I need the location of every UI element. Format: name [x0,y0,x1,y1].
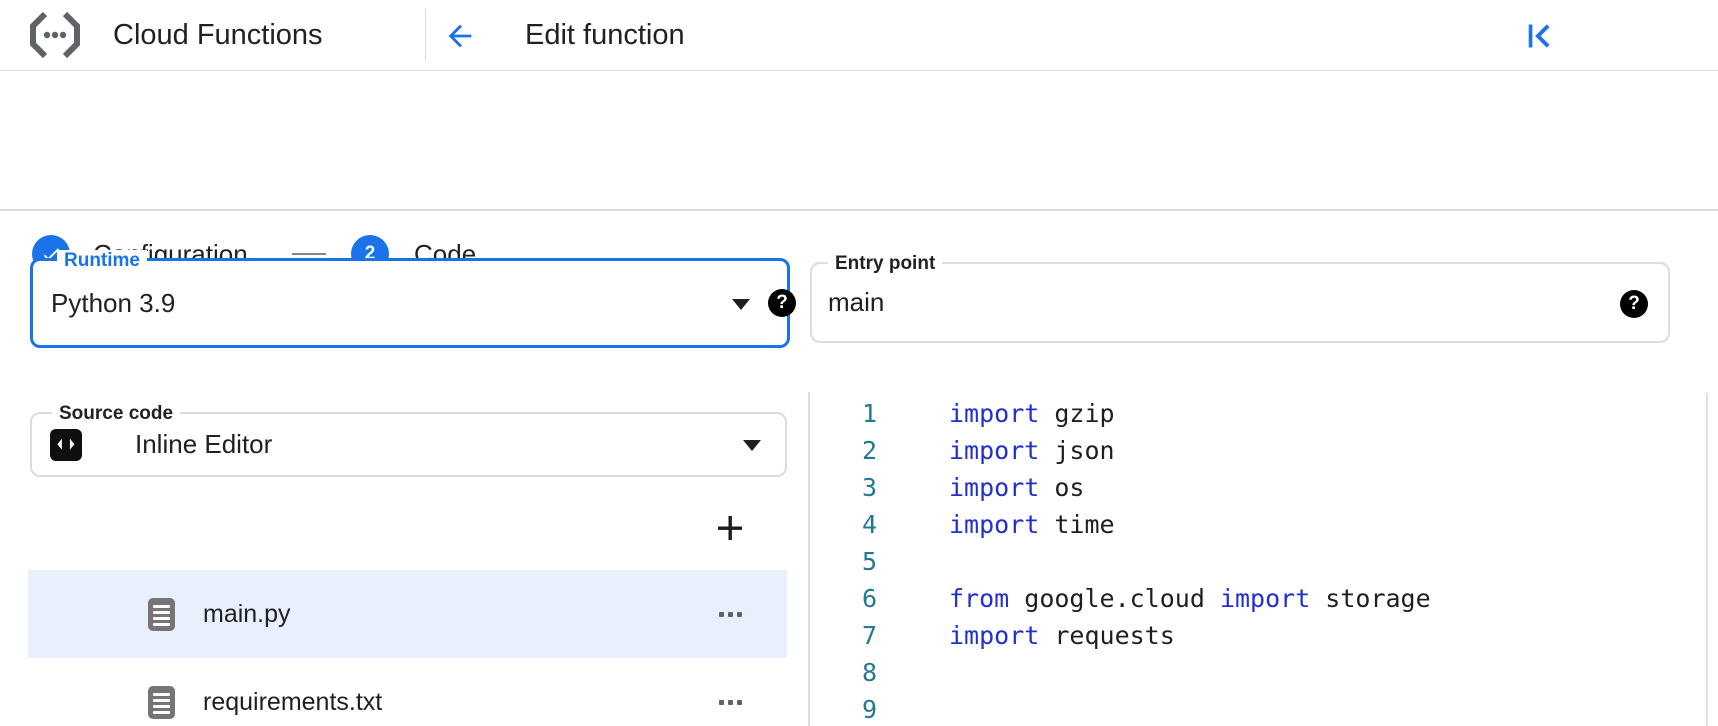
entry-point-value[interactable]: main [828,287,885,317]
entry-point-help-icon[interactable]: ? [1620,290,1648,318]
line-number: 8 [861,658,877,687]
file-name: main.py [203,599,291,628]
code-line-5[interactable]: 5 [810,543,1700,580]
runtime-select[interactable]: Runtime Python 3.9 ? [30,250,796,348]
line-number: 3 [861,473,877,502]
file-document-icon [148,597,175,631]
section-divider [0,209,1718,211]
add-file-button[interactable] [714,512,746,544]
header-divider [425,9,426,61]
step-connector [292,253,326,255]
code-text: import os [949,473,1085,502]
line-number: 4 [861,510,877,539]
collapse-panel-button[interactable] [1521,18,1557,54]
step-2-number: 2 [364,243,376,264]
file-more-menu-icon[interactable] [719,699,742,705]
entry-point-field[interactable]: Entry point main ? [810,253,1670,343]
code-line-3[interactable]: 3 import os [810,469,1700,506]
code-line-4[interactable]: 4 import time [810,506,1700,543]
stepper: Configuration 2 Code [0,108,1718,273]
collapse-left-icon [1528,24,1550,48]
plus-icon [718,516,742,540]
runtime-dropdown-caret-icon[interactable] [732,299,750,310]
code-line-6[interactable]: 6 from google.cloud import storage [810,580,1700,617]
code-line-7[interactable]: 7 import requests [810,617,1700,654]
line-number: 7 [861,621,877,650]
header: Cloud Functions Edit function [0,0,1718,71]
entry-point-label: Entry point [828,253,943,275]
code-text: import time [949,510,1115,539]
code-text: import json [949,436,1115,465]
check-icon [43,248,60,261]
code-line-8[interactable]: 8 [810,654,1700,691]
line-number: 9 [861,695,877,724]
line-number: 6 [861,584,877,613]
file-row-requirements.txt[interactable]: requirements.txt [28,658,787,726]
line-number: 1 [861,399,877,428]
editor-scrollbar-track[interactable] [1706,393,1708,726]
runtime-label: Runtime [57,250,147,272]
back-button[interactable] [442,18,478,54]
product-title: Cloud Functions [113,18,323,51]
inline-editor-code-icon [50,428,82,461]
code-text: from google.cloud import storage [949,584,1431,613]
code-text: import gzip [949,399,1115,428]
file-name: requirements.txt [203,687,383,716]
editor-left-divider [808,392,810,726]
back-arrow-icon [448,24,472,48]
source-code-select[interactable]: Source code Inline Editor [30,403,787,477]
runtime-value: Python 3.9 [51,287,176,318]
code-line-9[interactable]: 9 [810,691,1700,726]
code-line-1[interactable]: 1 import gzip [810,395,1700,432]
code-line-2[interactable]: 2 import json [810,432,1700,469]
line-number: 2 [861,436,877,465]
file-row-main.py[interactable]: main.py [28,570,787,658]
source-code-label: Source code [52,403,181,425]
line-number: 5 [861,547,877,576]
source-code-value: Inline Editor [135,429,273,459]
file-document-icon [148,685,175,719]
page-title: Edit function [525,18,685,51]
runtime-help-icon[interactable]: ? [768,289,796,317]
code-text: import requests [949,621,1175,650]
source-code-dropdown-caret-icon[interactable] [743,440,761,451]
file-more-menu-icon[interactable] [719,611,742,617]
cloud-functions-logo-icon [30,11,80,59]
